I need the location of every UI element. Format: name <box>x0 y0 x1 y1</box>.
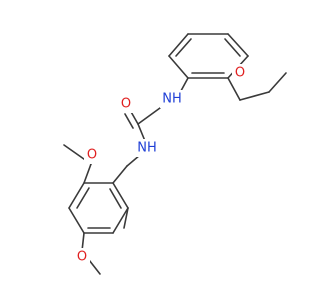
ome-low-o-bg <box>74 248 90 266</box>
structure-diagram: NH O NH O O O <box>63 33 287 275</box>
nh-top-bg <box>160 90 184 108</box>
ome-mid-o-bg <box>84 146 100 164</box>
ome-low-o-label: O <box>77 250 87 265</box>
ome-mid-o-label: O <box>87 148 97 163</box>
atom-labels: NH O NH O O O <box>74 64 248 266</box>
nh-bottom-label: NH <box>137 141 157 156</box>
ome-top-o-label: O <box>235 66 245 81</box>
bottom-phenyl-ring <box>68 182 129 234</box>
nh-bottom-bg <box>134 139 160 157</box>
carbonyl-o-bg <box>118 95 134 113</box>
ome-top-o-bg <box>232 64 248 82</box>
molecule-canvas: NH O NH O O O <box>63 33 287 275</box>
top-methoxy-group <box>227 72 287 101</box>
nh-top-label: NH <box>162 92 182 107</box>
carbonyl-o-label: O <box>121 97 131 112</box>
top-phenyl-ring <box>168 33 249 79</box>
